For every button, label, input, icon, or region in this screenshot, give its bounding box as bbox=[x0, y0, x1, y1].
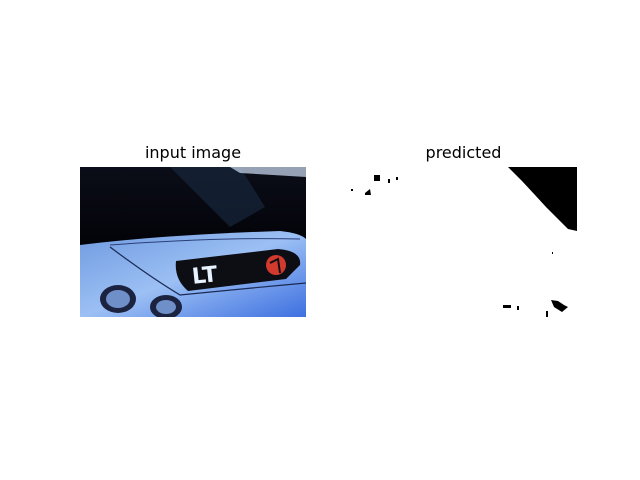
mask-speck bbox=[546, 311, 548, 317]
input-image: LT bbox=[80, 167, 306, 317]
mask-speck bbox=[517, 306, 519, 310]
input-image-title: input image bbox=[144, 143, 242, 162]
mask-speck bbox=[351, 189, 353, 191]
mask-speck bbox=[503, 305, 511, 308]
mask-speck bbox=[552, 252, 553, 254]
predicted-mask bbox=[350, 167, 577, 317]
mask-speck bbox=[365, 189, 371, 195]
mask-region-top-right bbox=[508, 167, 577, 231]
decal-text: LT bbox=[191, 262, 219, 290]
windshield-reflection bbox=[170, 167, 265, 227]
predicted-title: predicted bbox=[425, 143, 502, 162]
mask-speck bbox=[551, 300, 568, 312]
mask-speck bbox=[374, 175, 380, 181]
decal-red-mark bbox=[266, 255, 286, 275]
mask-speck bbox=[396, 177, 398, 180]
mask-speck bbox=[388, 179, 390, 183]
